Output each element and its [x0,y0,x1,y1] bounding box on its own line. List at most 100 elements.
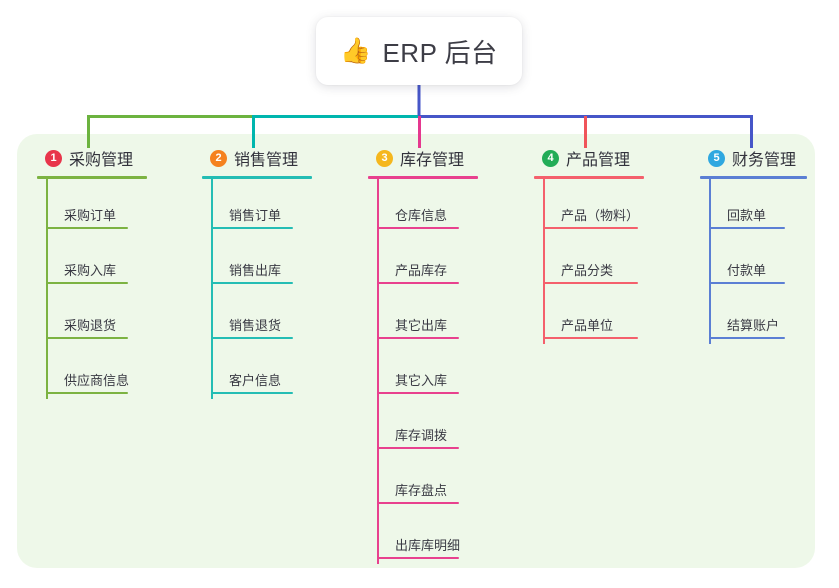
branch-title: 销售管理 [234,152,299,169]
branch-item-label: 产品单位 [561,318,614,333]
branch-item-rule [709,227,785,229]
branch-item-label: 采购入库 [64,263,117,278]
branch-item-label: 回款单 [727,208,767,223]
branch-item[interactable]: 库存盘点 [368,454,478,509]
branch-item[interactable]: 供应商信息 [37,344,147,399]
branch-spine [377,179,379,564]
branch-item-rule [543,337,638,339]
branch-item-list: 采购订单采购入库采购退货供应商信息 [37,179,147,399]
branch-title: 产品管理 [566,152,631,169]
branch-item-rule [709,337,785,339]
branch-spine [211,179,213,399]
root-node-card[interactable]: 👍 ERP 后台 [316,17,522,85]
branch-item[interactable]: 回款单 [700,179,807,234]
branch-item[interactable]: 销售出库 [202,234,312,289]
branch-spine [46,179,48,399]
branch-item-rule [211,227,293,229]
branch-spine [543,179,545,344]
root-title: ERP 后台 [382,37,498,68]
branch-number-badge: 1 [45,149,62,167]
branch-item[interactable]: 付款单 [700,234,807,289]
branch-header-3[interactable]: 3 库存管理 [376,146,478,170]
branch-item-label: 仓库信息 [395,208,448,223]
branch-item[interactable]: 仓库信息 [368,179,478,234]
branch-item-list: 仓库信息产品库存其它出库其它入库库存调拨库存盘点出库库明细 [368,179,478,564]
branch-item[interactable]: 库存调拨 [368,399,478,454]
branch-item-label: 结算账户 [727,318,780,333]
root-node-content: 👍 ERP 后台 [340,33,497,70]
branch-item[interactable]: 销售退货 [202,289,312,344]
branch-header-5[interactable]: 5 财务管理 [708,146,807,170]
branch-item-rule [46,282,128,284]
branch-item[interactable]: 结算账户 [700,289,807,344]
branch-item[interactable]: 产品（物料） [534,179,644,234]
branch-item-rule [377,337,459,339]
branch-title: 采购管理 [69,152,134,169]
branch-item-label: 销售退货 [229,318,282,333]
branch-item[interactable]: 出库库明细 [368,509,478,564]
branch-header-rule [368,176,478,179]
branch-item-label: 供应商信息 [64,373,130,388]
branch-item-label: 销售订单 [229,208,282,223]
branch-item-label: 产品库存 [395,263,448,278]
branch-item-rule [46,392,128,394]
branch-header-4[interactable]: 4 产品管理 [542,146,644,170]
branch-item-label: 库存盘点 [395,483,448,498]
branch-item-label: 其它入库 [395,373,448,388]
branch-item-list: 回款单付款单结算账户 [700,179,807,344]
branch-number-badge: 3 [376,149,393,167]
branch-number-badge: 2 [210,149,227,167]
branch-number-badge: 5 [708,149,725,167]
branch-column-5: 5 财务管理回款单付款单结算账户 [700,146,807,344]
branch-item-label: 采购退货 [64,318,117,333]
branch-item-label: 库存调拨 [395,428,448,443]
branch-item-label: 销售出库 [229,263,282,278]
branch-header-rule [534,176,644,179]
branch-item-rule [377,227,459,229]
branch-item-rule [377,502,459,504]
branch-column-2: 2 销售管理销售订单销售出库销售退货客户信息 [202,146,312,399]
branch-item[interactable]: 其它入库 [368,344,478,399]
branch-header-rule [700,176,807,179]
branch-item[interactable]: 产品单位 [534,289,644,344]
branch-item[interactable]: 产品分类 [534,234,644,289]
branch-item-rule [46,227,128,229]
branch-title: 财务管理 [732,152,797,169]
branch-header-1[interactable]: 1 采购管理 [45,146,147,170]
branch-number-badge: 4 [542,149,559,167]
branch-item-label: 客户信息 [229,373,282,388]
branch-item-label: 其它出库 [395,318,448,333]
branch-item[interactable]: 采购退货 [37,289,147,344]
branch-item-rule [543,227,638,229]
branch-header-2[interactable]: 2 销售管理 [210,146,312,170]
branch-item[interactable]: 销售订单 [202,179,312,234]
branch-title: 库存管理 [400,152,465,169]
thumbs-up-icon: 👍 [340,36,372,65]
branch-item[interactable]: 采购入库 [37,234,147,289]
branch-item-rule [377,447,459,449]
branch-item[interactable]: 采购订单 [37,179,147,234]
branch-item-label: 产品分类 [561,263,614,278]
branch-item-rule [377,557,459,559]
branch-item-rule [211,337,293,339]
branch-item[interactable]: 其它出库 [368,289,478,344]
branch-item-rule [377,282,459,284]
branch-column-4: 4 产品管理产品（物料） 产品分类产品单位 [534,146,644,344]
branch-column-3: 3 库存管理仓库信息产品库存其它出库其它入库库存调拨库存盘点出库库明细 [368,146,478,564]
branch-item-list: 产品（物料） 产品分类产品单位 [534,179,644,344]
branch-item-label: 出库库明细 [395,538,461,553]
branch-item[interactable]: 客户信息 [202,344,312,399]
branch-item-rule [377,392,459,394]
branch-spine [709,179,711,344]
branch-header-rule [202,176,312,179]
branch-item[interactable]: 产品库存 [368,234,478,289]
diagram-panel [17,134,815,568]
branch-item-list: 销售订单销售出库销售退货客户信息 [202,179,312,399]
branch-item-rule [543,282,638,284]
branch-column-1: 1 采购管理采购订单采购入库采购退货供应商信息 [37,146,147,399]
branch-item-label: 付款单 [727,263,767,278]
branch-item-label: 采购订单 [64,208,117,223]
branch-item-rule [211,392,293,394]
branch-header-rule [37,176,147,179]
